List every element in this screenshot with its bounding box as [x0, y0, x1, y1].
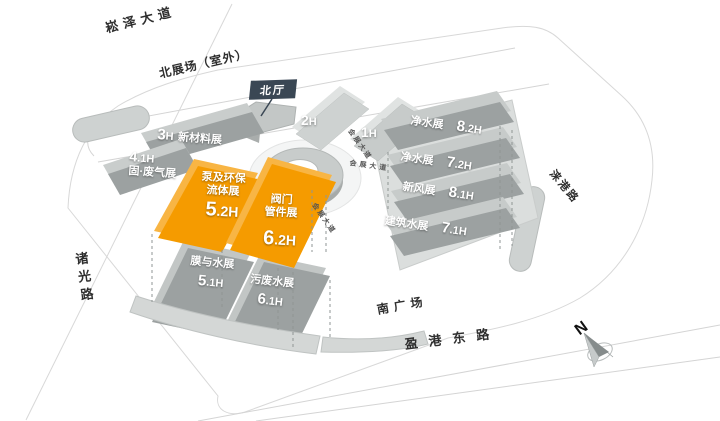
dashed-projection-lines	[151, 126, 513, 350]
northwest-leaf-building	[72, 105, 150, 143]
compass-arrow-icon	[583, 332, 614, 368]
hall-71h-face	[390, 208, 520, 256]
hall-72h-face	[390, 138, 520, 186]
hall-label-1h: 1H	[361, 124, 377, 140]
hall-62h-face	[230, 164, 336, 268]
hall-label-2h: 2H	[301, 112, 317, 128]
site-boundary	[67, 25, 654, 415]
north-hall-callout: 北厅	[248, 79, 298, 100]
hall-label-6-2h: 阀门 管件展 6.2H	[262, 193, 298, 250]
hall-81h-face	[394, 174, 524, 222]
hall-41h-face	[108, 148, 198, 195]
hall-82h-face	[384, 102, 514, 150]
north-hall-callout-pointer	[260, 98, 273, 117]
yinggang-road-line-2	[255, 356, 720, 421]
hall-2h-face	[295, 92, 370, 151]
south-canopy	[129, 295, 321, 355]
zhuguang-road-line	[25, 3, 233, 421]
south-canopy-extension	[320, 330, 429, 353]
hall-52h-face	[158, 166, 262, 252]
yinggang-road-line-1	[197, 324, 720, 421]
hall-label-4-1h: 4.1H 固·废气展	[128, 148, 177, 180]
north-hall-callout-label: 北厅	[259, 84, 287, 97]
